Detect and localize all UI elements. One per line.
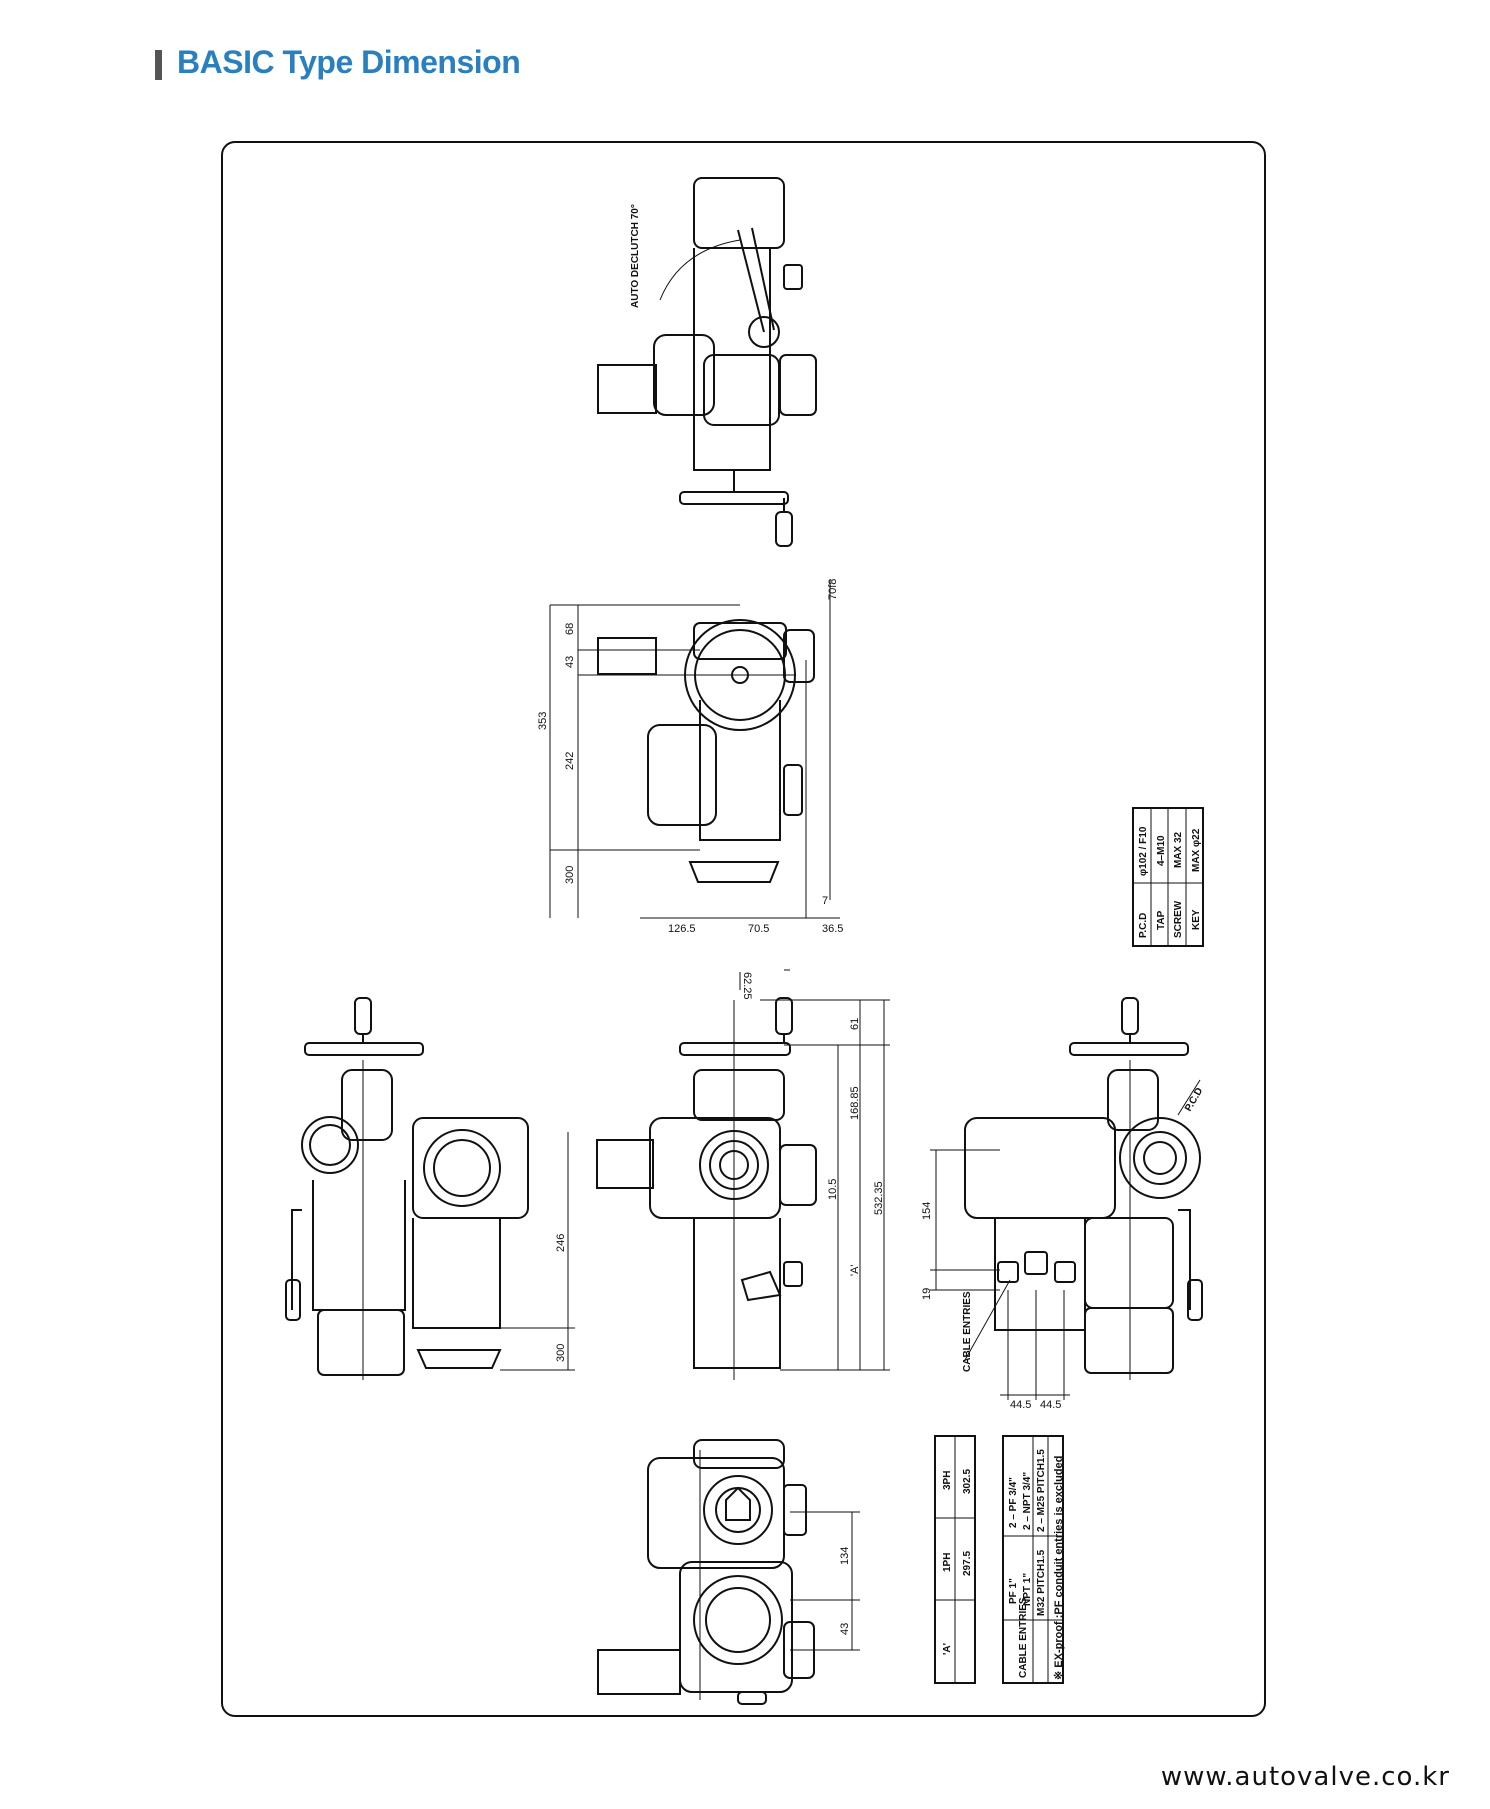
dim-126-5: 126.5 xyxy=(668,923,696,935)
dim-7: 7 xyxy=(822,895,828,907)
dim-61: 61 xyxy=(849,1018,861,1030)
dim-70f8: 70f8 xyxy=(827,579,839,600)
a-table-1ph: 297.5 xyxy=(962,1551,973,1576)
flange-row-2-key: SCREW xyxy=(1173,900,1184,938)
auto-declutch-label: AUTO DECLUTCH 70° xyxy=(630,204,641,308)
cable-table xyxy=(1002,1435,1064,1684)
bottom-view xyxy=(597,1439,860,1705)
cable-table-label: CABLE ENTRIES xyxy=(1018,1597,1029,1678)
dim-36-5: 36.5 xyxy=(822,923,843,935)
right-view xyxy=(930,997,1203,1400)
a-table-header-a: 'A' xyxy=(942,1643,953,1655)
side-view xyxy=(549,580,840,919)
dim-242: 242 xyxy=(564,752,576,770)
a-table xyxy=(934,1435,976,1684)
dim-62-25: 62.25 xyxy=(741,972,753,1000)
dim-70-5: 70.5 xyxy=(748,923,769,935)
drawing-frame xyxy=(221,141,1266,1717)
cable-col1-2: M32 PITCH1.5 xyxy=(1036,1549,1047,1616)
flange-row-1-key: TAP xyxy=(1156,910,1167,930)
cable-entries-label: CABLE ENTRIES xyxy=(962,1291,973,1372)
dim-68: 68 xyxy=(564,623,576,635)
dim-a: 'A' xyxy=(849,1264,861,1276)
dim-532-35: 532.35 xyxy=(873,1181,885,1215)
a-table-header-1ph: 1PH xyxy=(942,1553,953,1572)
pcd-label: P.C.D xyxy=(1183,1086,1205,1113)
top-view xyxy=(597,177,817,547)
footer-url[interactable]: www.autovalve.co.kr xyxy=(1160,1762,1450,1792)
a-table-3ph: 302.5 xyxy=(962,1469,973,1494)
title-marker xyxy=(155,50,162,80)
cable-col2-1: 2 – NPT 3/4" xyxy=(1022,1472,1033,1530)
dim-300-left: 300 xyxy=(555,1344,567,1362)
cable-col1-0: PF 1" xyxy=(1008,1578,1019,1604)
dim-154: 154 xyxy=(921,1202,933,1220)
cable-note: ※ EX-proof :PF conduit entries is exclud… xyxy=(1053,1456,1065,1680)
cable-col2-2: 2 – M25 PITCH1.5 xyxy=(1036,1449,1047,1532)
dim-300-side: 300 xyxy=(564,866,576,884)
flange-row-2-val: MAX 32 xyxy=(1173,831,1184,868)
flange-row-0-val: φ102 / F10 xyxy=(1138,826,1149,876)
dim-19: 19 xyxy=(921,1288,933,1300)
dim-44-5-b: 44.5 xyxy=(1040,1399,1061,1411)
cable-col1-1: NPT 1" xyxy=(1022,1573,1033,1606)
dim-44-5-a: 44.5 xyxy=(1010,1399,1031,1411)
flange-row-1-val: 4–M10 xyxy=(1156,835,1167,866)
dim-10-5: 10.5 xyxy=(827,1179,839,1200)
dim-353: 353 xyxy=(537,712,549,730)
flange-row-3-key: KEY xyxy=(1191,909,1202,930)
left-view xyxy=(285,997,575,1380)
flange-row-3-val: MAX φ22 xyxy=(1191,828,1202,872)
dim-246: 246 xyxy=(555,1234,567,1252)
front-view xyxy=(596,969,890,1380)
dim-43: 43 xyxy=(564,656,576,668)
flange-table xyxy=(1132,807,1204,947)
page-title: BASIC Type Dimension xyxy=(177,44,521,80)
dim-43-bottom: 43 xyxy=(839,1623,851,1635)
flange-row-0-key: P.C.D xyxy=(1138,913,1149,938)
cable-col2-0: 2 – PF 3/4" xyxy=(1008,1477,1019,1528)
dim-168-85: 168.85 xyxy=(849,1086,861,1120)
dim-134: 134 xyxy=(839,1547,851,1565)
a-table-header-3ph: 3PH xyxy=(942,1471,953,1490)
